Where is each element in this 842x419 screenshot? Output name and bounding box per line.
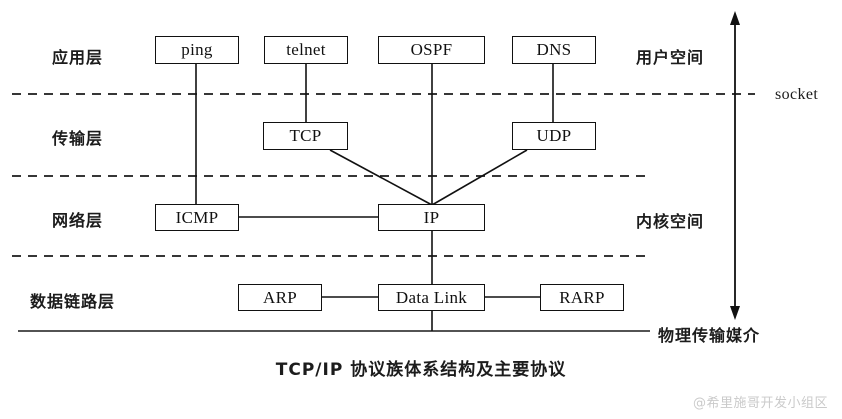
watermark: @希里施哥开发小组区 xyxy=(692,396,828,411)
node-udp[interactable]: UDP xyxy=(512,122,596,150)
node-telnet[interactable]: telnet xyxy=(264,36,348,64)
node-rarp[interactable]: RARP xyxy=(540,284,624,311)
layer-label-network: 网络层 xyxy=(52,211,104,230)
node-ping[interactable]: ping xyxy=(155,36,239,64)
annotation-user-space: 用户空间 xyxy=(636,48,705,67)
node-tcp[interactable]: TCP xyxy=(263,122,348,150)
annotation-physical-media: 物理传输媒介 xyxy=(658,326,761,345)
node-arp[interactable]: ARP xyxy=(238,284,322,311)
annotation-kernel-space: 内核空间 xyxy=(636,212,705,231)
space-scope-arrow xyxy=(730,11,740,320)
diagram-caption: TCP/IP 协议族体系结构及主要协议 xyxy=(275,360,567,380)
node-data-link[interactable]: Data Link xyxy=(378,284,485,311)
layer-label-application: 应用层 xyxy=(52,48,104,67)
node-ip[interactable]: IP xyxy=(378,204,485,231)
layer-label-datalink: 数据链路层 xyxy=(30,292,116,311)
node-dns[interactable]: DNS xyxy=(512,36,596,64)
node-ospf[interactable]: OSPF xyxy=(378,36,485,64)
node-icmp[interactable]: ICMP xyxy=(155,204,239,231)
annotation-socket: socket xyxy=(775,86,819,103)
connector-tcp-ip xyxy=(329,149,433,206)
connector-udp-ip xyxy=(431,149,528,206)
layer-label-transport: 传输层 xyxy=(52,129,104,148)
